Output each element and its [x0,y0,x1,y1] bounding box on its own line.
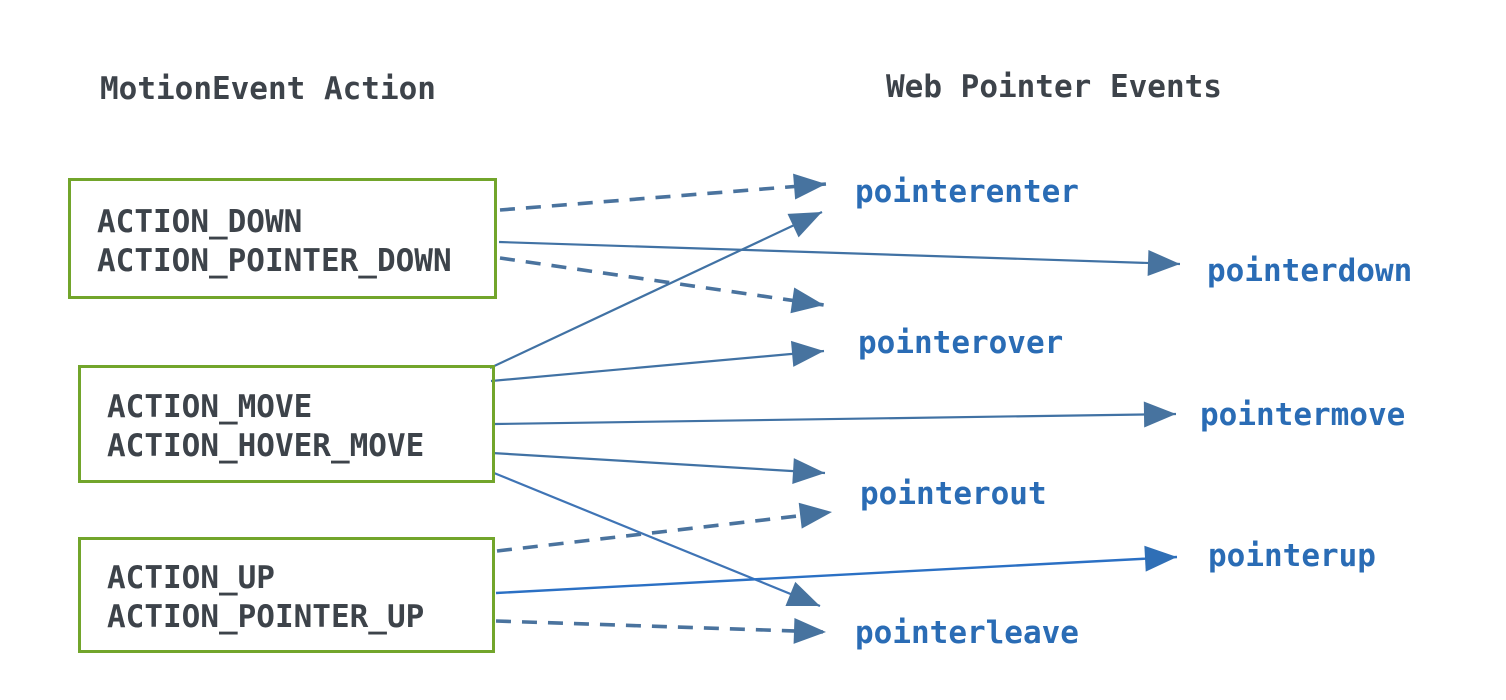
event-label-pointerenter: pointerenter [855,174,1079,210]
action-label-action-pointer-up: ACTION_POINTER_UP [107,599,425,635]
edge-down-to-pointerover [499,256,825,314]
edge-move-to-pointerover [490,340,825,383]
edge-up-to-pointerleave [495,617,827,644]
edge-up-to-pointerup [495,545,1178,595]
event-label-pointerover: pointerover [858,325,1064,361]
left-column-header: MotionEvent Action [100,71,436,107]
event-label-pointerdown: pointerdown [1207,253,1413,289]
event-label-pointerup: pointerup [1208,538,1376,574]
edge-move-to-pointerenter [489,211,823,369]
action-box-move: ACTION_MOVE ACTION_HOVER_MOVE [78,365,495,483]
edge-move-to-pointerleave [493,471,821,608]
event-label-pointerleave: pointerleave [855,615,1079,651]
action-label-action-hover-move: ACTION_HOVER_MOVE [107,428,425,464]
action-label-action-up: ACTION_UP [107,560,275,596]
action-box-down: ACTION_DOWN ACTION_POINTER_DOWN [68,178,497,299]
edge-down-to-pointerenter [499,173,827,212]
action-label-action-move: ACTION_MOVE [107,389,313,425]
edge-move-to-pointerout [491,451,826,485]
action-label-action-down: ACTION_DOWN [97,203,303,240]
edge-move-to-pointermove [494,401,1177,428]
event-label-pointermove: pointermove [1200,397,1406,433]
edge-down-to-pointerdown [498,240,1181,276]
action-box-up: ACTION_UP ACTION_POINTER_UP [78,537,495,653]
right-column-header: Web Pointer Events [886,69,1222,105]
event-label-pointerout: pointerout [860,476,1047,512]
edge-up-to-pointerout [496,502,833,553]
action-label-action-pointer-down: ACTION_POINTER_DOWN [97,242,452,279]
